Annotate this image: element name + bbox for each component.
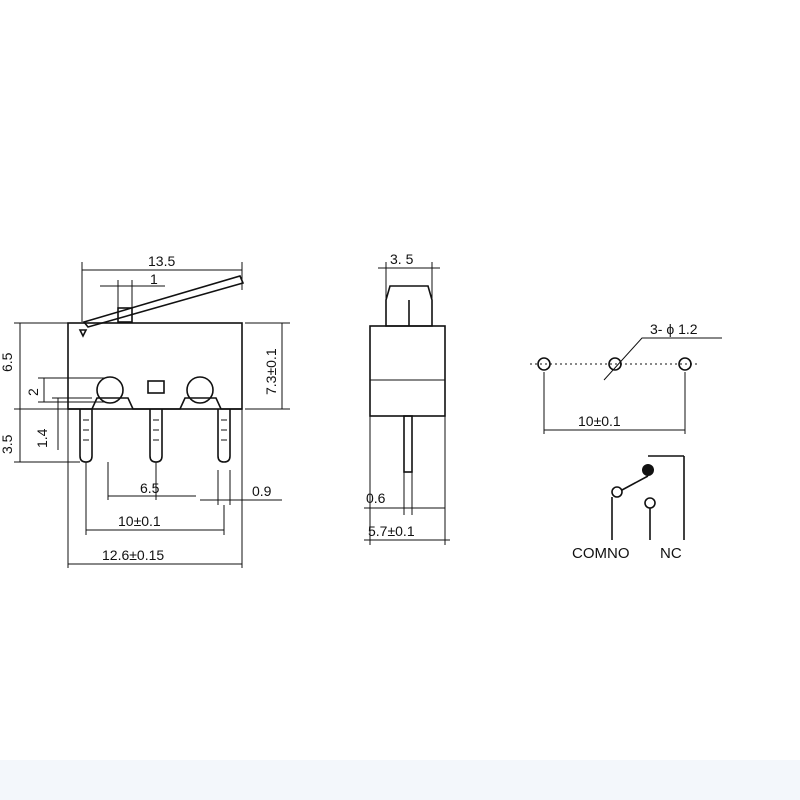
- bottom-band: [0, 760, 800, 800]
- dim-1-4-label: 1.4: [34, 428, 50, 448]
- dim-0-6-label: 0.6: [366, 490, 386, 506]
- pcb-footprint: 3- ϕ 1.2 10±0.1: [530, 321, 722, 434]
- center-slot: [147, 380, 165, 394]
- dim-5-7-line: [364, 416, 450, 545]
- label-nc: NC: [660, 545, 682, 562]
- front-view: 3. 5 0.6 5.7±0.1: [364, 251, 450, 545]
- footprint-hole-left: [537, 357, 551, 371]
- dim-3-5-line: [14, 408, 80, 463]
- dim-1-line: [100, 280, 165, 308]
- body-base: [68, 397, 242, 410]
- dim-7-3-label: 7.3±0.1: [263, 348, 279, 395]
- hole-leader: [603, 337, 722, 381]
- switch-schematic: COMNO NC: [572, 455, 685, 562]
- dim-10-line: [85, 462, 225, 535]
- mounting-hole-right: [186, 376, 214, 404]
- dim-2-label: 2: [25, 388, 41, 396]
- dim-0-9-line: [200, 470, 282, 505]
- front-pin: [403, 415, 413, 473]
- dim-5-7-label: 5.7±0.1: [368, 523, 415, 539]
- dim-6-5-bottom-line: [107, 462, 196, 500]
- pin-no: [149, 409, 163, 463]
- switch-body: [67, 322, 243, 410]
- lever-arm: [82, 275, 245, 328]
- pitch-dim-label: 10±0.1: [578, 413, 621, 429]
- contact-com: [611, 486, 623, 498]
- actuator-mark: [78, 329, 88, 338]
- pin-com: [79, 409, 93, 463]
- hole-callout-label: 3- ϕ 1.2: [650, 321, 698, 337]
- dim-12-6-label: 12.6±0.15: [102, 547, 164, 563]
- dim-7-3-line: [245, 322, 290, 410]
- footprint-hole-right: [678, 357, 692, 371]
- dim-2-line: [38, 377, 104, 403]
- dim-3-5-front-label: 3. 5: [390, 251, 414, 267]
- contact-filled: [642, 464, 654, 476]
- side-view: 13.5 1 7.3±0.1 6.5 2 1.4 3.5 6.5 0.9 10±…: [0, 253, 290, 568]
- dim-12-6-line: [67, 409, 243, 568]
- dim-13-5-label: 13.5: [148, 253, 175, 269]
- dim-10-label: 10±0.1: [118, 513, 161, 529]
- switch-blade: [621, 475, 649, 491]
- dim-3-5-label: 3.5: [0, 434, 15, 454]
- pin-hatching: [83, 419, 227, 441]
- label-com-no: COMNO: [572, 545, 630, 562]
- dim-0-6-line: [364, 472, 445, 515]
- dim-13-5-line: [81, 262, 243, 322]
- front-body: [369, 325, 446, 417]
- dim-1-label: 1: [150, 271, 158, 287]
- lever-pivot: [117, 307, 133, 323]
- dim-6-5-line: [14, 322, 68, 409]
- mounting-hole-left: [96, 376, 124, 404]
- pitch-dim-line: [543, 372, 686, 434]
- contact-no: [644, 497, 656, 509]
- dim-0-9-label: 0.9: [252, 483, 272, 499]
- dim-6-5-bottom-label: 6.5: [140, 480, 160, 496]
- dim-6-5-label: 6.5: [0, 352, 15, 372]
- dim-1-4-line: [52, 397, 92, 450]
- dim-3-5-front-line: [378, 262, 440, 300]
- pin-nc: [217, 409, 231, 463]
- footprint-hole-center: [608, 357, 622, 371]
